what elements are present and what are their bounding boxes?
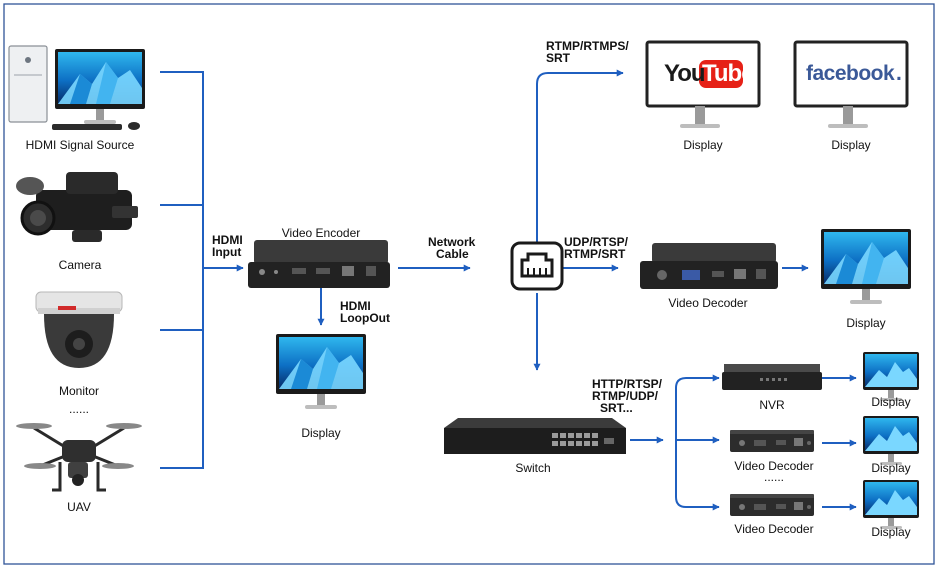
frame-border: [3, 3, 935, 565]
nvr-display-label: Display: [871, 395, 911, 409]
facebook-logo: facebook: [806, 62, 895, 85]
network-switch-device: [444, 418, 626, 454]
facebook-display-icon: [793, 40, 909, 128]
monitor-label: Monitor: [58, 384, 100, 398]
http-protocol-line3: SRT...: [600, 401, 633, 415]
http-protocol-line1: HTTP/RTSP/: [592, 377, 663, 391]
hdmi-loopout-label-line2: LoopOut: [340, 311, 390, 325]
facebook-display-label: Display: [831, 138, 871, 152]
udp-protocol-line2: RTMP/SRT: [564, 247, 626, 261]
video-decoder-device: [640, 243, 778, 289]
youtube-display-label: Display: [683, 138, 723, 152]
rtmp-protocol-line1: RTMP/RTMPS/: [546, 39, 629, 53]
video-decoder-label: Video Decoder: [668, 296, 748, 310]
small-decoder-device-1: [730, 430, 814, 452]
hdmi-signal-source-label: HDMI Signal Source: [25, 138, 135, 152]
source-lines: [160, 71, 204, 469]
decoder-display-icon: [821, 229, 911, 304]
youtube-logo-you: You: [664, 60, 706, 87]
rtmp-protocol-line2: SRT: [546, 51, 570, 65]
decoder2-display-label: Display: [871, 525, 911, 539]
network-cable-label-line1: Network: [428, 235, 476, 249]
hdmi-loopout-label-line1: HDMI: [340, 299, 371, 313]
network-port-icon: [510, 241, 564, 291]
decoder-display-label: Display: [846, 316, 886, 330]
camera-label: Camera: [58, 258, 102, 272]
facebook-logo-dot: .: [896, 62, 902, 85]
hdmi-input-label-line1: HDMI: [212, 233, 243, 247]
nvr-display-icon: [863, 352, 919, 401]
video-encoder-device: [248, 240, 390, 288]
decoder-ellipsis: ......: [763, 470, 785, 484]
sources-ellipsis: ......: [68, 402, 90, 416]
loopout-display-icon: [276, 334, 366, 409]
decoder1-display-icon: [863, 416, 919, 465]
hdmi-input-label-line2: Input: [212, 245, 242, 259]
network-cable-label-line2: Cable: [436, 247, 469, 261]
decoder1-display-label: Display: [871, 461, 911, 475]
drone-icon: [16, 423, 142, 492]
uav-label: UAV: [67, 500, 91, 514]
branch-lines: [675, 374, 720, 511]
dome-camera-icon: [35, 291, 123, 368]
nvr-label: NVR: [759, 398, 785, 412]
youtube-logo-tube: Tube: [702, 60, 755, 87]
small-decoder-label-2: Video Decoder: [734, 522, 814, 536]
http-protocol-line2: RTMP/UDP/: [592, 389, 658, 403]
udp-protocol-line1: UDP/RTSP/: [564, 235, 629, 249]
small-decoder-device-2: [730, 494, 814, 516]
nvr-device: [722, 364, 822, 390]
small-decoder-label-1: Video Decoder: [734, 459, 814, 473]
loopout-display-label: Display: [301, 426, 341, 440]
switch-label: Switch: [515, 461, 551, 475]
pc-monitor-icon: [52, 49, 145, 130]
arrow-to-youtube: [536, 69, 624, 243]
camcorder-icon: [16, 172, 138, 242]
video-encoder-label: Video Encoder: [281, 226, 361, 240]
youtube-display-icon: [645, 40, 761, 128]
decoder2-display-icon: [863, 480, 919, 529]
pc-tower-icon: [8, 45, 48, 123]
